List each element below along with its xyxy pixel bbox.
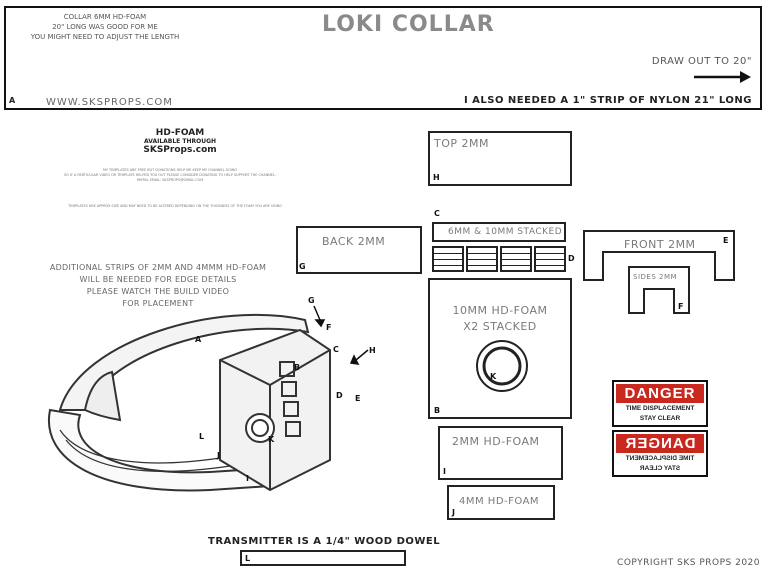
piece-ribs <box>432 246 566 272</box>
piece-dowel-letter: L <box>245 554 251 563</box>
piece-main-label-1: 10MM HD-FOAM <box>452 304 548 317</box>
fine-print-line: So if a particular video or template hel… <box>64 173 276 177</box>
brand-name: SKSProps.com <box>143 145 217 155</box>
danger-line2: STAY CLEAR <box>639 465 681 472</box>
piece-sides-letter: F <box>678 302 684 311</box>
rib-strip <box>466 246 498 272</box>
header-letter: A <box>9 96 16 105</box>
strips-note-line: WILL BE NEEDED FOR EDGE DETAILS <box>79 275 237 284</box>
danger-line2: STAY CLEAR <box>639 415 681 422</box>
piece-top-label: TOP 2MM <box>434 137 489 150</box>
danger-sign-mirrored: DANGER TIME DISPLACEMENT STAY CLEAR <box>612 430 708 477</box>
illus-letter-j: J <box>217 451 220 460</box>
piece-sides-label: SIDES 2MM <box>633 273 678 281</box>
collar-note-line: YOU MIGHT NEED TO ADJUST THE LENGTH <box>30 33 180 41</box>
rib-strip <box>500 246 532 272</box>
piece-main-letter: B <box>434 406 441 415</box>
piece-top-letter: H <box>433 173 440 182</box>
page-title: LOKI COLLAR <box>322 12 495 37</box>
piece-back: BACK 2MM <box>296 226 422 274</box>
illus-letter-l: L <box>199 432 205 441</box>
rib-strip <box>432 246 464 272</box>
fine-print-line: Paypal email: sksprops@gmail.com <box>136 178 204 182</box>
collar-note: COLLAR 6MM HD-FOAM 20" LONG WAS GOOD FOR… <box>10 12 200 42</box>
strips-note-line: ADDITIONAL STRIPS OF 2MM AND 4MMM HD-FOA… <box>49 263 267 272</box>
piece-ribs-letter: D <box>568 254 575 263</box>
piece-front-letter: E <box>723 236 729 245</box>
danger-line1: TIME DISPLACEMENT <box>625 455 695 462</box>
illus-letter-a: A <box>195 335 202 344</box>
info-block: HD-FOAM AVAILABLE THROUGH SKSProps.com <box>60 128 300 155</box>
piece-stacked: 6MM & 10MM STACKED <box>432 222 566 242</box>
piece-4mm-label: 4MM HD-FOAM <box>459 496 540 507</box>
piece-2mm: 2MM HD-FOAM I <box>438 426 563 480</box>
piece-front-label: FRONT 2MM <box>624 238 696 251</box>
rib-strip <box>534 246 566 272</box>
illus-letter-e: E <box>355 394 361 403</box>
illus-letter-h: H <box>369 346 376 355</box>
fine-print: My Templates are Free but Donations help… <box>20 168 320 183</box>
piece-2mm-letter: I <box>443 467 446 476</box>
piece-4mm-letter: J <box>452 508 455 517</box>
piece-back-letter: G <box>299 262 306 271</box>
piece-top: TOP 2MM H <box>428 131 572 186</box>
header-frame: COLLAR 6MM HD-FOAM 20" LONG WAS GOOD FOR… <box>4 6 762 110</box>
piece-2mm-label: 2MM HD-FOAM <box>452 435 540 448</box>
collar-note-line: 20" LONG WAS GOOD FOR ME <box>52 23 158 31</box>
piece-4mm: 4MM HD-FOAM J <box>447 485 555 520</box>
illus-letter-g: G <box>308 296 315 305</box>
illus-letter-c: C <box>333 345 339 354</box>
danger-sign: DANGER TIME DISPLACEMENT STAY CLEAR <box>612 380 708 427</box>
danger-word: DANGER <box>616 434 704 453</box>
piece-back-label: BACK 2MM <box>322 235 386 248</box>
piece-front <box>583 230 735 281</box>
danger-line1: TIME DISPLACEMENT <box>625 405 695 412</box>
piece-stacked-label: 6MM & 10MM STACKED <box>448 227 563 237</box>
fine-print-line: My Templates are Free but Donations help… <box>102 168 238 172</box>
illus-letter-b: B <box>294 363 301 372</box>
piece-sides <box>628 266 690 314</box>
collar-illustration <box>47 305 369 492</box>
piece-main-circle-letter: K <box>490 372 497 381</box>
dowel-label: TRANSMITTER IS A 1/4" WOOD DOWEL <box>208 536 441 547</box>
strips-note-line: FOR PLACEMENT <box>122 299 194 308</box>
collar-note-line: COLLAR 6MM HD-FOAM <box>63 13 147 21</box>
illus-letter-d: D <box>336 391 343 400</box>
available-through: AVAILABLE THROUGH <box>143 138 217 145</box>
danger-word: DANGER <box>616 384 704 403</box>
piece-stacked-letter: C <box>434 209 440 218</box>
arrow-right-icon <box>694 71 751 83</box>
copyright: COPYRIGHT SKS PROPS 2020 <box>617 558 760 568</box>
strips-note: ADDITIONAL STRIPS OF 2MM AND 4MMM HD-FOA… <box>30 262 286 310</box>
piece-dowel: L <box>240 550 406 566</box>
piece-main-label-2: X2 STACKED <box>463 320 537 333</box>
transmitter-hole <box>476 340 528 392</box>
piece-main: 10MM HD-FOAM X2 STACKED K B <box>428 278 572 419</box>
nylon-note: I ALSO NEEDED A 1" STRIP OF NYLON 21" LO… <box>463 95 752 106</box>
website-link[interactable]: WWW.SKSPROPS.COM <box>46 97 173 108</box>
illus-letter-k: K <box>268 435 275 444</box>
strips-note-line: PLEASE WATCH THE BUILD VIDEO <box>86 287 230 296</box>
illus-letter-i: I <box>246 474 249 483</box>
draw-out-label: DRAW OUT TO 20" <box>651 56 752 67</box>
fine-print-size: Templates are approx size and may need t… <box>68 204 282 208</box>
illus-letter-f: F <box>326 323 332 332</box>
hd-foam-heading: HD-FOAM <box>155 128 205 138</box>
